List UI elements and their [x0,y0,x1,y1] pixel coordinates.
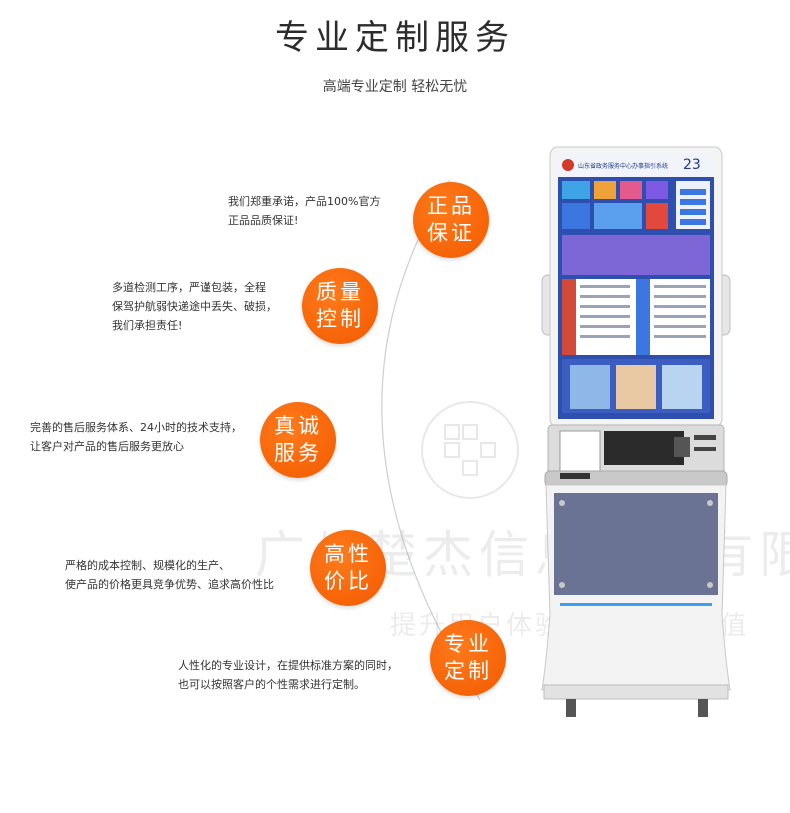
badge-value: 高性 价比 [310,530,386,606]
page-subtitle: 高端专业定制 轻松无忧 [322,79,468,95]
feature-text-custom: 人性化的专业设计，在提供标准方案的同时， 也可以按照客户的个性需求进行定制。 [178,659,398,691]
badge-genuine: 正品 保证 [413,182,489,258]
badge-quality: 质量 控制 [302,268,378,344]
page-title: 专业定制服务 [275,18,515,58]
feature-text-value: 严格的成本控制、规模化的生产、 使产品的价格更具竞争优势、追求高价性比 [65,559,274,591]
kiosk-illustration: 山东省政务服务中心办事指引系统 23 [541,146,731,717]
kiosk-date: 23 [683,157,701,173]
kiosk-header-text: 山东省政务服务中心办事指引系统 [578,162,668,170]
feature-text-quality: 多道检测工序，严谨包装，全程 保驾护航弱快递途中丢失、破损， 我们承担责任! [112,281,277,332]
badge-custom: 专业 定制 [430,620,506,696]
feature-text-genuine: 我们郑重承诺，产品100%官方 正品品质保证! [228,195,381,227]
feature-text-service: 完善的售后服务体系、24小时的技术支持， 让客户对产品的售后服务更放心 [30,421,242,453]
badge-service: 真诚 服务 [260,402,336,478]
